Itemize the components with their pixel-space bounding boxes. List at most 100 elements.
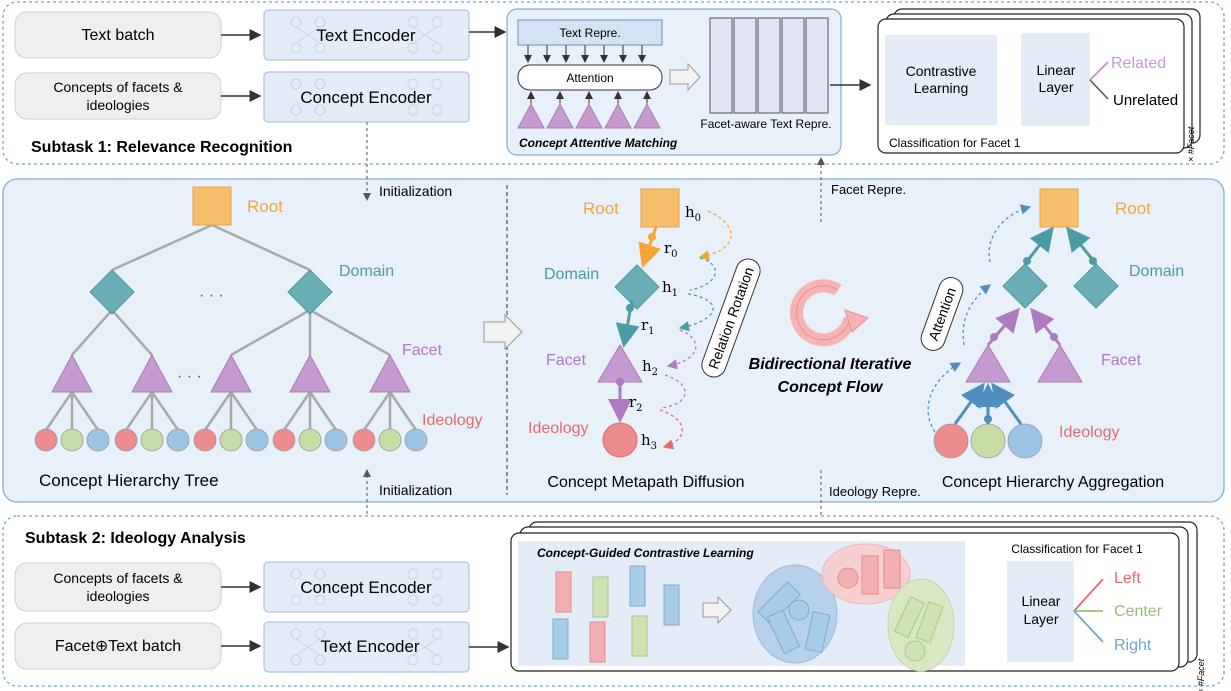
contrastive-line1: Contrastive: [906, 63, 977, 79]
diff-ideology-label: Ideology: [528, 420, 589, 437]
text-repre-arrows: [524, 45, 646, 63]
text-encoder-2-label: Text Encoder: [320, 637, 420, 656]
classification-2-label: Classification for Facet 1: [1011, 542, 1143, 556]
diff-root-node: [640, 188, 680, 228]
diff-r1-dot: [626, 304, 634, 312]
h2-label: h2: [642, 357, 658, 378]
h1-label: h1: [662, 278, 678, 299]
cgcl-label: Concept-Guided Contrastive Learning: [537, 546, 754, 560]
concept-encoder-2[interactable]: [263, 561, 470, 613]
agg-dot-f1: [990, 333, 998, 341]
subtask1-title: Subtask 1: Relevance Recognition: [31, 139, 292, 156]
right-branch: [1073, 610, 1104, 643]
diff-facet-label: Facet: [546, 352, 587, 369]
agg-dash-2: [962, 284, 992, 346]
text-batch-label: Text batch: [82, 27, 155, 44]
left-label: Left: [1114, 570, 1141, 587]
rot-arrow-3: [659, 409, 683, 450]
aggregation-caption: Concept Hierarchy Aggregation: [942, 474, 1164, 491]
facet-repre-label: Facet Repre.: [831, 182, 906, 197]
linear-layer-1[interactable]: [1021, 33, 1090, 126]
linear-2-line2: Layer: [1023, 611, 1058, 627]
rot-arrow-0: [698, 210, 732, 261]
middle-panel: [2, 178, 1225, 503]
diff-root-label: Root: [583, 199, 619, 218]
attention-label: Attention: [566, 71, 613, 85]
left-branch: [1073, 578, 1104, 612]
triangle-arrows: [527, 91, 651, 104]
agg-dash-3: [988, 204, 1032, 263]
flow-cycle-head: [844, 309, 869, 333]
rot-arrow-2b: [659, 374, 686, 409]
agg-facet-node-1: [965, 344, 1011, 383]
center-label: Center: [1114, 603, 1163, 620]
contrastive-learning-box[interactable]: [885, 35, 997, 125]
linear-layer-2[interactable]: [1007, 561, 1074, 662]
tree-edges: [44, 223, 418, 431]
text-encoder-1[interactable]: [263, 9, 470, 61]
cam-right-arrow: [669, 62, 701, 92]
text-repre-label: Text Repre.: [559, 26, 620, 40]
agg-dot-i: [984, 415, 992, 423]
concepts-box-1-line2: ideologies: [86, 97, 149, 113]
concepts-box-2-line1: Concepts of facets &: [53, 570, 183, 586]
tree-ideology-nodes: [34, 428, 428, 452]
concepts-box-1-line1: Concepts of facets &: [53, 79, 183, 95]
facet-text-label: Facet⊕Text batch: [55, 638, 181, 655]
linear-2-line1: Linear: [1022, 593, 1061, 609]
tree-caption: Concept Hierarchy Tree: [39, 471, 219, 490]
h3-label: h3: [641, 431, 657, 452]
tree-domain-node-1: [89, 269, 135, 315]
agg-domain-node-2: [1073, 263, 1119, 309]
h0-label: h0: [685, 203, 701, 224]
diff-domain-node: [614, 264, 660, 310]
flow-line2: Concept Flow: [778, 379, 884, 396]
rot-arrow-1: [678, 293, 714, 332]
facet-aware-stack: [709, 17, 829, 114]
classification-1-label: Classification for Facet 1: [889, 136, 1021, 150]
tree-ideology-label: Ideology: [422, 412, 483, 429]
tree-facet-label: Facet: [402, 342, 443, 359]
related-label: Related: [1111, 55, 1166, 72]
diffusion-caption: Concept Metapath Diffusion: [547, 474, 744, 491]
init-bottom-label: Initialization: [379, 482, 452, 498]
agg-domain-node-1: [1002, 263, 1048, 309]
r0-label: r0: [664, 239, 678, 260]
agg-ideology-label: Ideology: [1059, 424, 1120, 441]
cgcl-right-arrow: [702, 595, 732, 625]
cgcl-input-bars: [552, 565, 680, 663]
agg-facet-node-2: [1037, 344, 1083, 383]
agg-dot-d2: [1089, 257, 1097, 265]
agg-root-node: [1039, 188, 1079, 228]
times-facet-2: × #Facet: [1196, 658, 1206, 691]
text-encoder-2[interactable]: [263, 621, 470, 673]
linear-1-line2: Layer: [1038, 79, 1073, 95]
tree-domain-label: Domain: [339, 263, 394, 280]
rot-arrow-1b: [689, 257, 716, 291]
tree-root-label: Root: [247, 197, 283, 216]
text-repre-bar: [517, 19, 663, 46]
agg-ideology-nodes: [933, 423, 1043, 459]
unrelated-label: Unrelated: [1113, 92, 1178, 109]
text-encoder-1-label: Text Encoder: [316, 26, 416, 45]
concept-encoder-1[interactable]: [263, 71, 470, 123]
related-branch: [1089, 61, 1109, 81]
tree-domain-node-2: [287, 269, 333, 315]
attention-box: [517, 64, 663, 91]
diff-domain-label: Domain: [544, 266, 599, 283]
diff-r0-edge: [638, 226, 662, 268]
agg-facet-label: Facet: [1101, 352, 1142, 369]
cam-label: Concept Attentive Matching: [519, 136, 678, 150]
cam-facet-triangles: [517, 102, 661, 129]
rot-arrow-2: [666, 329, 697, 370]
linear-1-line1: Linear: [1037, 62, 1076, 78]
concept-encoder-2-label: Concept Encoder: [300, 578, 432, 597]
agg-dash-1: [927, 362, 962, 433]
diff-ideology-node: [602, 422, 638, 458]
red-cluster-items: [837, 549, 901, 595]
diff-r2-dot: [616, 378, 624, 386]
contrastive-line2: Learning: [914, 80, 969, 96]
green-cluster-items: [893, 596, 944, 662]
blue-cluster-items: [757, 581, 831, 655]
